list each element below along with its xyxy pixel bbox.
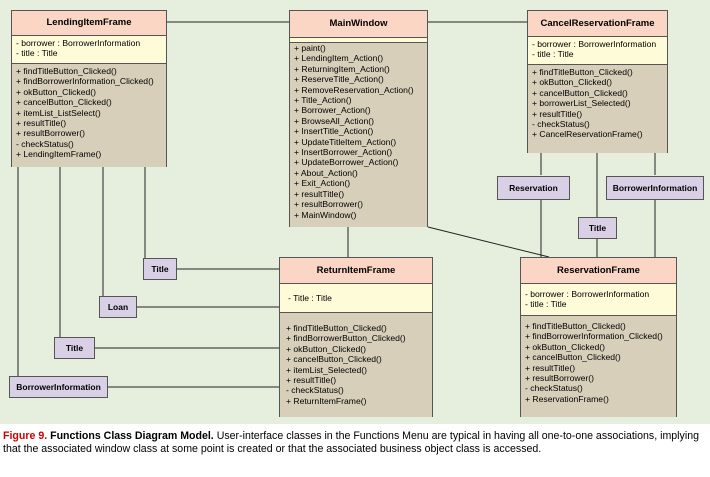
operation: + okButton_Clicked() bbox=[16, 86, 97, 97]
operation: + resultTitle() bbox=[532, 108, 583, 119]
attribute: - Title : Title bbox=[288, 293, 332, 303]
operation: + resultTitle() bbox=[286, 375, 337, 386]
operation: + itemList_Selected() bbox=[286, 364, 367, 375]
operation: + findTitleButton_Clicked() bbox=[16, 66, 117, 76]
operation: + resultTitle() bbox=[525, 362, 576, 373]
operation: + UpdateBorrower_Action() bbox=[294, 157, 399, 168]
class-operations: + findTitleButton_Clicked() + okButton_C… bbox=[528, 65, 667, 153]
class-attributes: - borrower : BorrowerInformation - title… bbox=[528, 37, 667, 65]
class-operations: + findTitleButton_Clicked() + findBorrow… bbox=[521, 316, 676, 417]
title-object-tag: Title bbox=[54, 337, 95, 359]
operation: + resultBorrower() bbox=[525, 373, 595, 384]
operation: + findBorrowerButton_Clicked() bbox=[286, 333, 406, 344]
attribute: - title : Title bbox=[525, 299, 567, 310]
title-object-tag: Title bbox=[578, 217, 617, 239]
operation: - checkStatus() bbox=[525, 383, 583, 394]
operation: + CancelReservationFrame() bbox=[532, 129, 643, 140]
operation: + resultBorrower() bbox=[16, 128, 86, 139]
operation: + resultTitle() bbox=[294, 188, 345, 199]
operation: + cancelButton_Clicked() bbox=[286, 354, 382, 365]
class-name: MainWindow bbox=[290, 11, 427, 38]
operation: + okButton_Clicked() bbox=[525, 341, 606, 352]
operation: + ReturnItemFrame() bbox=[286, 395, 367, 406]
operation: + borrowerList_Selected() bbox=[532, 98, 631, 109]
operation: + ReserveTitle_Action() bbox=[294, 74, 384, 85]
operation: - checkStatus() bbox=[16, 138, 74, 149]
operation: + resultTitle() bbox=[16, 118, 67, 129]
operation: + paint() bbox=[294, 43, 326, 53]
operation: + InsertTitle_Action() bbox=[294, 126, 374, 137]
operation: + LendingItemFrame() bbox=[16, 149, 102, 160]
operation: + RemoveReservation_Action() bbox=[294, 84, 414, 95]
attribute: - title : Title bbox=[532, 49, 574, 60]
operation: + itemList_ListSelect() bbox=[16, 107, 101, 118]
attribute: - borrower : BorrowerInformation bbox=[16, 38, 141, 48]
class-name: ReturnItemFrame bbox=[280, 258, 432, 284]
class-name: LendingItemFrame bbox=[12, 11, 166, 36]
association-line bbox=[427, 226, 550, 258]
operation: + BrowseAll_Action() bbox=[294, 115, 374, 126]
operation: + Exit_Action() bbox=[294, 178, 351, 189]
class-operations: + findTitleButton_Clicked() + findBorrow… bbox=[280, 313, 432, 417]
operation: + findTitleButton_Clicked() bbox=[532, 67, 633, 77]
operation: + InsertBorrower_Action() bbox=[294, 147, 393, 158]
class-main-window: MainWindow + paint() + LendingItem_Actio… bbox=[289, 10, 428, 227]
figure-caption: Figure 9. Functions Class Diagram Model.… bbox=[3, 430, 707, 456]
class-lending-item-frame: LendingItemFrame - borrower : BorrowerIn… bbox=[11, 10, 167, 167]
figure-caption-body: User-interface classes in the Functions … bbox=[3, 430, 699, 455]
class-attributes bbox=[290, 38, 427, 43]
figure-label: Figure 9. bbox=[3, 430, 48, 442]
association-lines bbox=[17, 21, 656, 388]
class-attributes: - Title : Title bbox=[280, 284, 432, 313]
class-cancel-reservation-frame: CancelReservationFrame - borrower : Borr… bbox=[527, 10, 668, 153]
operation: + cancelButton_Clicked() bbox=[532, 87, 628, 98]
operation: + ReservationFrame() bbox=[525, 393, 609, 404]
operation: + findBorrowerInformation_Clicked() bbox=[525, 331, 663, 342]
reservation-object-tag: Reservation bbox=[497, 176, 570, 200]
operation: + LendingItem_Action() bbox=[294, 53, 384, 64]
class-return-item-frame: ReturnItemFrame - Title : Title + findTi… bbox=[279, 257, 433, 417]
operation: + cancelButton_Clicked() bbox=[16, 97, 112, 108]
title-object-tag: Title bbox=[143, 258, 177, 280]
figure-title: Functions Class Diagram Model. bbox=[50, 430, 214, 442]
class-operations: + findTitleButton_Clicked() + findBorrow… bbox=[12, 64, 166, 167]
operation: + findTitleButton_Clicked() bbox=[525, 321, 626, 331]
operation: + okButton_Clicked() bbox=[286, 343, 367, 354]
operation: + ReturningItem_Action() bbox=[294, 63, 390, 74]
borrower-information-object-tag: BorrowerInformation bbox=[606, 176, 704, 200]
operation: + Title_Action() bbox=[294, 95, 352, 106]
operation: + Borrower_Action() bbox=[294, 105, 371, 116]
operation: + MainWindow() bbox=[294, 209, 357, 220]
operation: + findTitleButton_Clicked() bbox=[286, 323, 387, 333]
operation: - checkStatus() bbox=[532, 119, 590, 130]
operation: + okButton_Clicked() bbox=[532, 77, 613, 88]
attribute: - borrower : BorrowerInformation bbox=[525, 289, 650, 299]
attribute: - borrower : BorrowerInformation bbox=[532, 39, 657, 49]
class-attributes: - borrower : BorrowerInformation - title… bbox=[12, 36, 166, 64]
operation: + About_Action() bbox=[294, 167, 358, 178]
operation: + UpdateTitleItem_Action() bbox=[294, 136, 397, 147]
operation: + resultBorrower() bbox=[294, 199, 364, 210]
class-reservation-frame: ReservationFrame - borrower : BorrowerIn… bbox=[520, 257, 677, 417]
borrower-information-object-tag: BorrowerInformation bbox=[9, 376, 108, 398]
class-attributes: - borrower : BorrowerInformation - title… bbox=[521, 284, 676, 316]
operation: + cancelButton_Clicked() bbox=[525, 352, 621, 363]
operation: - checkStatus() bbox=[286, 385, 344, 396]
class-name: ReservationFrame bbox=[521, 258, 676, 284]
operation: + findBorrowerInformation_Clicked() bbox=[16, 76, 154, 87]
loan-object-tag: Loan bbox=[99, 296, 137, 318]
attribute: - title : Title bbox=[16, 48, 58, 59]
class-operations: + paint() + LendingItem_Action() + Retur… bbox=[290, 43, 427, 227]
class-name: CancelReservationFrame bbox=[528, 11, 667, 37]
diagram-canvas: LendingItemFrame - borrower : BorrowerIn… bbox=[0, 0, 710, 424]
